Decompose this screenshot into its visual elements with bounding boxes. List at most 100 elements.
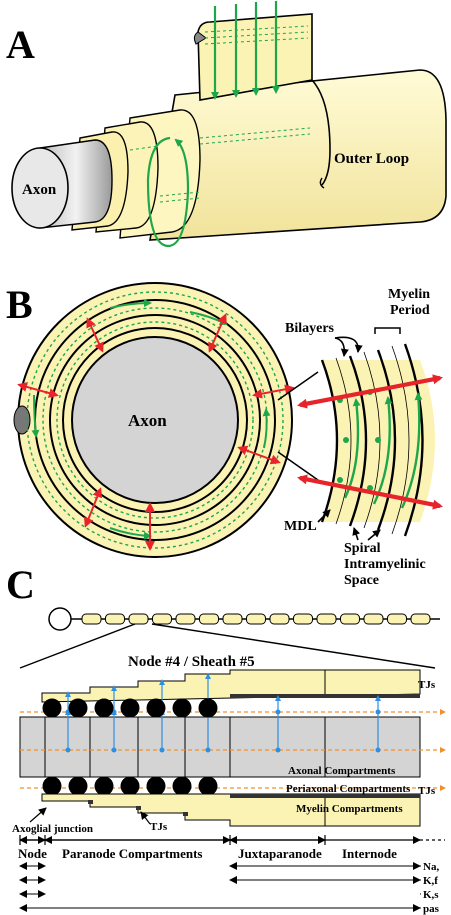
orange-axial-arrows	[20, 709, 446, 791]
periaxonal-compartments-label: Periaxonal Compartments	[286, 783, 411, 795]
bottom-paranodal-loops	[42, 776, 218, 796]
tjs-bottom-label: TJs	[418, 785, 436, 797]
mdl-label: MDL	[284, 519, 317, 534]
panel-a: A Axon Outer Loop	[6, 1, 447, 248]
paranodal-loop-top	[120, 698, 140, 718]
paranodal-loop-bottom	[68, 776, 88, 796]
zoom-line-top	[277, 371, 319, 401]
flap-curl	[193, 31, 207, 45]
axon-compartment-dividers	[44, 717, 326, 777]
paranodal-loop-top	[42, 698, 62, 718]
paranodal-loop-top	[172, 698, 192, 718]
sheath-segments	[81, 613, 431, 625]
red-cross-arrows-ring	[17, 313, 295, 551]
mdl-pointer	[317, 509, 331, 523]
zone-juxtaparanode-label: Juxtaparanode	[238, 846, 322, 861]
green-ring-arrows	[31, 299, 271, 540]
axon-label-b: Axon	[128, 411, 167, 430]
bilayers-pointer-2	[334, 336, 363, 353]
channel-na-label: Na,	[423, 861, 439, 873]
spiral-label-3: Space	[344, 573, 379, 588]
sheath-segment	[199, 613, 219, 625]
green-down-arrows	[211, 1, 280, 100]
zoom-wedge-left	[19, 623, 136, 669]
paranodal-loop-bottom	[94, 776, 114, 796]
axon-end-face	[11, 147, 69, 229]
panel-a-letter: A	[6, 22, 35, 67]
node-sheath-title: Node #4 / Sheath #5	[128, 654, 255, 670]
zoom-bilayer-arcs	[320, 343, 424, 537]
myelin-period-label-1: Myelin	[388, 287, 430, 302]
paranodal-loop-top	[146, 698, 166, 718]
paranodal-loop-bottom	[198, 776, 218, 796]
sheath-segment	[222, 613, 243, 625]
axoglial-pointer	[29, 807, 47, 823]
myelin-period-label-2: Period	[390, 303, 430, 318]
myelin-outer-wrap	[149, 69, 447, 241]
panel-c-letter: C	[6, 562, 35, 607]
zone-paranode-label: Paranode Compartments	[62, 846, 202, 861]
top-paranodal-loops	[42, 698, 218, 718]
bilayers-label: Bilayers	[285, 321, 335, 336]
myelin-compartments-label: Myelin Compartments	[296, 803, 403, 815]
outer-loop-tip	[319, 177, 325, 189]
paranodal-loop-bottom	[146, 776, 166, 796]
tjs-top-label: TJs	[418, 679, 436, 691]
sheath-segment	[363, 613, 384, 625]
sheath-segment	[128, 613, 149, 625]
myelin-period-bracket	[374, 327, 401, 334]
myelin-ring-1	[62, 327, 248, 513]
sheath-segment	[105, 613, 125, 625]
zone-node-label: Node	[18, 846, 47, 861]
sheath-segment	[387, 613, 407, 625]
paranodal-loop-top	[68, 698, 88, 718]
axon-label-a: Axon	[22, 182, 57, 198]
myelin-ring-2	[49, 314, 261, 526]
spiral-pointer-1	[352, 527, 361, 541]
paranodal-loop-bottom	[42, 776, 62, 796]
channel-ks-label: K,s	[423, 889, 439, 901]
zone-internode-label: Internode	[342, 846, 397, 861]
soma-circle	[48, 607, 72, 631]
outer-loop-knob	[13, 405, 31, 435]
outer-loop-label: Outer Loop	[334, 151, 409, 167]
sheath-segment	[410, 613, 431, 625]
panel-b-letter: B	[6, 282, 33, 327]
zoom-line-bottom	[277, 451, 319, 481]
zone-bracket	[19, 835, 445, 845]
paranodal-loop-top	[94, 698, 114, 718]
channel-pas-label: pas	[423, 903, 440, 915]
paranodal-loop-top	[198, 698, 218, 718]
sheath-segment	[340, 613, 360, 625]
bilayers-pointer-1	[334, 337, 349, 357]
axonal-compartments-label: Axonal Compartments	[288, 765, 396, 777]
sheath-segment	[269, 613, 290, 625]
outer-loop-edge	[311, 79, 331, 186]
zoom-red-arrow-top-back	[297, 376, 441, 409]
bottom-tj-marks	[88, 800, 188, 816]
zoom-green-dots	[337, 389, 381, 491]
channel-kf-label: K,f	[423, 875, 438, 887]
spiral-pointer-2	[367, 529, 381, 541]
sheath-segment	[316, 613, 337, 625]
zoom-wedge-right	[151, 623, 436, 669]
sheath-segment	[175, 613, 196, 625]
cytoplasmic-channels-a	[129, 25, 311, 203]
spiral-label-1: Spiral	[344, 541, 381, 556]
channel-rows	[19, 862, 421, 912]
paranodal-loop-bottom	[120, 776, 140, 796]
axon-compartment-band	[19, 716, 421, 778]
axoglial-junction-label: Axoglial junction	[12, 823, 93, 835]
sheath-segment	[152, 613, 172, 625]
sheath-segment	[246, 613, 266, 625]
tjs-mid-pointer	[140, 811, 151, 825]
sheath-segment	[81, 613, 102, 625]
panel-c: C Node #4 / Sheath #5 TJs Axonal Compart…	[6, 562, 446, 915]
panel-b: B Axon	[6, 282, 443, 588]
axon-circle	[71, 336, 239, 504]
sheath-segment	[293, 613, 313, 625]
tjs-mid-label: TJs	[150, 821, 168, 833]
green-circular-arrow	[146, 136, 190, 248]
zoom-red-arrow-bottom-back	[297, 474, 441, 508]
